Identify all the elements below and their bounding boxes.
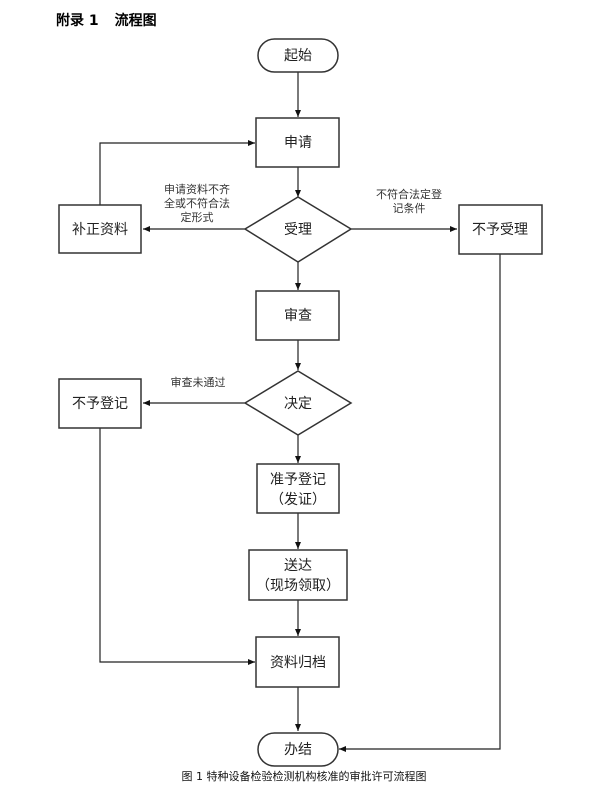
node-supplement: 补正资料 (58, 204, 142, 254)
node-supplement-label: 补正资料 (72, 222, 128, 238)
edge-label-incomplete: 申请资料不齐 全或不符合法 定形式 (164, 182, 230, 224)
node-reject-accept: 不予受理 (458, 204, 543, 255)
edge-supplement-to-apply (99, 140, 255, 205)
node-archive: 资料归档 (255, 636, 340, 688)
node-deliver-label-line2: （现场领取） (256, 578, 340, 594)
figure-caption: 图 1 特种设备检验检测机构核准的审批许可流程图 (181, 770, 427, 783)
node-archive-label: 资料归档 (270, 654, 326, 671)
node-decision-label: 决定 (284, 396, 312, 412)
node-end-label: 办结 (284, 742, 312, 758)
node-reject-register-label: 不予登记 (72, 396, 128, 412)
node-end: 办结 (257, 732, 339, 767)
appendix-heading: 附录 1 流程图 (56, 10, 157, 30)
edge-label-incomplete-line1: 申请资料不齐 (164, 182, 230, 196)
node-reject-accept-label: 不予受理 (472, 222, 528, 238)
node-apply-label: 申请 (284, 135, 312, 151)
node-review-label: 审查 (284, 308, 312, 324)
edge-label-not-qualified: 不符合法定登 记条件 (376, 187, 442, 215)
node-start-label: 起始 (284, 48, 312, 64)
edge-label-review-failed: 审查未通过 (171, 375, 226, 389)
node-apply: 申请 (255, 117, 340, 168)
edge-label-incomplete-line2: 全或不符合法 (164, 196, 230, 210)
edge-label-not-qualified-line2: 记条件 (393, 201, 426, 215)
node-approve-label-line2: （发证） (270, 492, 326, 508)
node-review: 审查 (255, 290, 340, 341)
node-accept: 受理 (243, 196, 353, 263)
node-decision: 决定 (243, 370, 353, 436)
appendix-label: 附录 1 (56, 13, 99, 29)
node-accept-label: 受理 (284, 222, 312, 238)
node-approve: 准予登记 （发证） (256, 463, 340, 514)
node-deliver: 送达 （现场领取） (248, 549, 348, 601)
node-start: 起始 (257, 38, 339, 73)
node-deliver-label-line1: 送达 (284, 558, 312, 574)
appendix-title: 流程图 (114, 13, 157, 29)
edge-reject-accept-to-end (339, 254, 501, 752)
node-reject-register: 不予登记 (58, 378, 142, 429)
edge-reject-register-to-archive (99, 428, 255, 665)
edge-label-not-qualified-line1: 不符合法定登 (376, 187, 442, 201)
node-approve-label-line1: 准予登记 (270, 472, 326, 488)
edge-label-incomplete-line3: 定形式 (181, 210, 214, 224)
